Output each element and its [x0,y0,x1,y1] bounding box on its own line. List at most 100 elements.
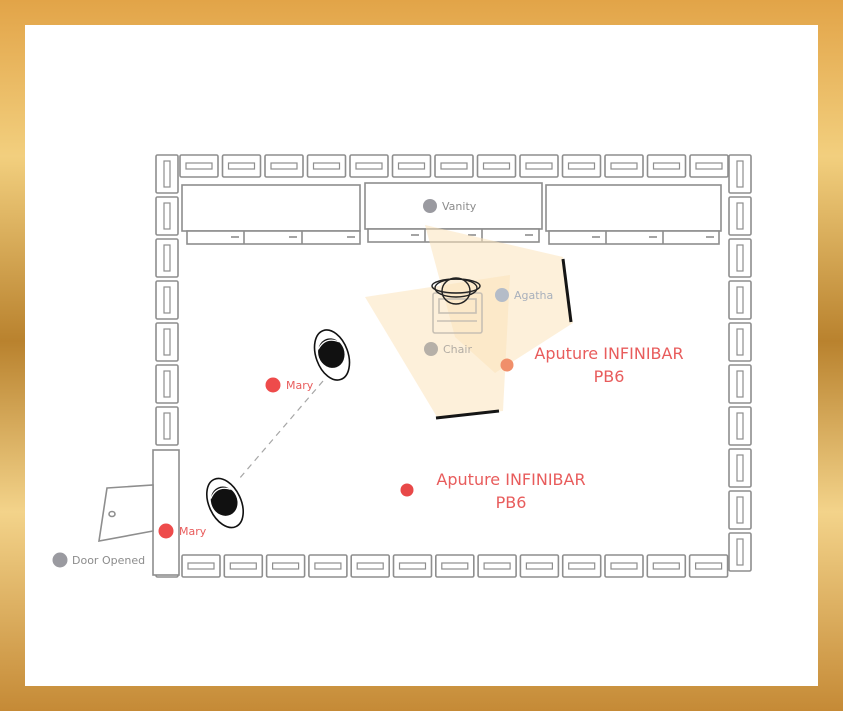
agatha-marker: Agatha [495,288,553,302]
vanity-label: Vanity [442,200,477,213]
wall-segment [308,554,348,578]
wall-segment [265,554,306,578]
wall-segment [519,554,560,578]
wall-segment-inner [736,328,744,356]
wall-segment-inner [187,562,215,570]
wall-segment [391,154,432,178]
wall-segment-inner [272,562,300,570]
mary-marker-upper: Mary [265,377,314,393]
wall-segment-inner [398,562,427,570]
wall-segment-inner [163,202,171,230]
wall-segment-inner [482,162,511,170]
light-upper-label-line2: PB6 [594,367,625,386]
wall-segment [349,154,389,178]
cabinet-left [181,184,361,245]
wall-segment-inner [312,162,341,170]
light-marker-lower: Aputure INFINIBAR PB6 [400,470,586,512]
light-upper-label-line1: Aputure INFINIBAR [534,344,683,363]
wall-segment-inner [355,162,383,170]
diagram-frame: Vanity Agatha Chair Aputure INFINIBAR PB… [25,25,818,686]
wall-segment-inner [227,162,256,170]
wall-segment-inner [610,162,638,170]
wall-top [179,154,729,178]
wall-segment [223,554,264,578]
agatha-label: Agatha [514,289,553,302]
wall-segment-inner [736,160,744,188]
wall-segment [728,448,752,488]
wall-segment [728,406,752,446]
wall-segment [728,238,752,278]
wall-segment [728,364,752,404]
wall-segment-inner [652,562,680,570]
wall-segment-inner [525,162,553,170]
mary-lower-label: Mary [179,525,207,538]
wall-segment-inner [270,162,298,170]
wall-segment [646,154,687,178]
wall-segment-inner [163,286,171,314]
wall-segment [155,196,179,236]
light-bar-upper [561,258,573,323]
wall-segment-inner [736,454,744,482]
wall-segment-inner [652,162,681,170]
chair-label: Chair [443,343,472,356]
wall-segment [181,554,221,578]
light-bar-lower [435,409,500,420]
wall-right [728,154,752,572]
wall-segment [434,554,475,578]
wall-segment [728,280,752,320]
wall-segment-inner [229,562,257,570]
wall-segment [155,322,179,362]
wall-segment-inner [163,160,171,188]
wall-segment [179,154,219,178]
cabinet-vanity [364,182,543,243]
wall-segment-inner [525,562,553,570]
wall-segment-inner [163,370,171,398]
door-label: Door Opened [72,554,145,567]
wall-segment [306,154,347,178]
wall-segment [155,406,179,446]
wall-segment-inner [441,562,469,570]
wall-segment [350,554,391,578]
person-head-icon [431,277,481,305]
wall-segment [688,554,729,578]
wall-segment [155,280,179,320]
wall-segment-inner [356,562,384,570]
wall-segment [155,154,179,194]
wall-segment [155,364,179,404]
wall-segment [604,154,644,178]
light-lower-label-line2: PB6 [496,493,527,512]
wall-segment [728,154,752,194]
wall-segment-inner [736,538,744,566]
wall-segment-inner [483,562,511,570]
wall-segment [561,154,602,178]
wall-segment-inner [736,202,744,230]
wall-segment [392,554,433,578]
wall-segment [221,154,262,178]
wall-segment [561,554,602,578]
wall-segment-inner [314,562,342,570]
wall-segment-inner [440,162,468,170]
wall-segment [519,154,559,178]
wall-segment [476,154,517,178]
wall-segment [728,196,752,236]
camera-person-icon [313,329,351,381]
floor-plan: Vanity Agatha Chair Aputure INFINIBAR PB… [52,154,752,578]
wall-segment [155,238,179,278]
wall-segment [646,554,687,578]
camera-path [238,380,324,480]
wall-segment-inner [163,412,171,440]
door-marker: Door Opened [52,552,145,568]
wall-segment [434,154,474,178]
wall-segment [728,532,752,572]
wall-segment-inner [568,562,596,570]
camera-person-icon [206,477,244,529]
mary-upper-label: Mary [286,379,314,392]
wall-segment-inner [163,328,171,356]
wall-segment-inner [163,244,171,272]
wall-segment [728,490,752,530]
wall-segment [689,154,729,178]
vanity-marker: Vanity [423,199,477,213]
wall-segment-inner [736,244,744,272]
light-lower-label-line1: Aputure INFINIBAR [436,470,585,489]
wall-segment-inner [736,286,744,314]
